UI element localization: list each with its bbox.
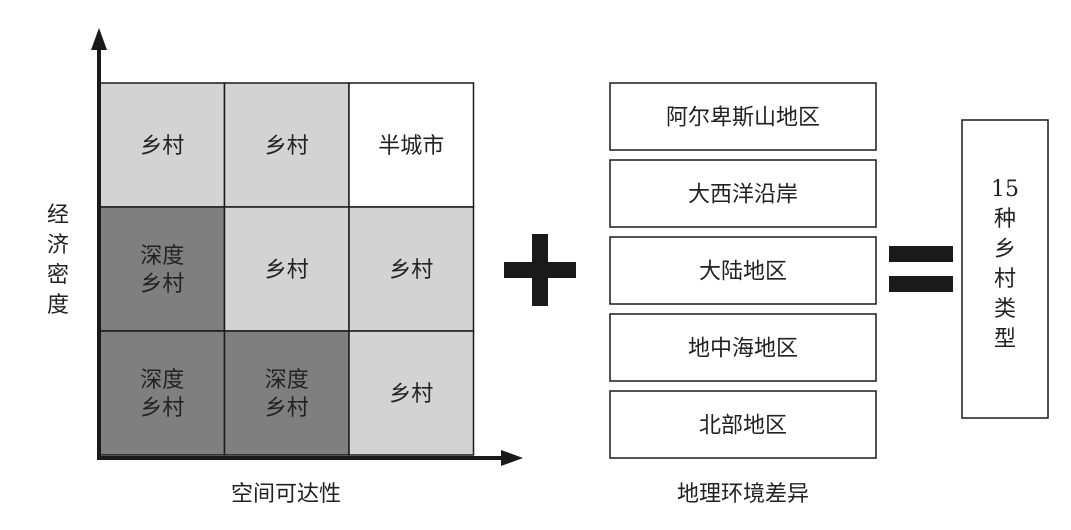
grid-cell-label: 乡村 [140, 134, 184, 159]
y-axis-label-char: 度 [47, 293, 69, 318]
grid-cell-label: 乡村 [140, 272, 184, 297]
region-box: 北部地区 [609, 390, 877, 459]
grid-cell: 乡村 [348, 206, 475, 332]
grid-cell: 乡村 [348, 330, 475, 456]
result-label-line: 类 [994, 297, 1016, 322]
region-label: 大陆地区 [699, 260, 787, 285]
grid-cell: 乡村 [223, 206, 350, 332]
result-label-line: 村 [994, 267, 1016, 292]
grid-cell-label: 乡村 [389, 258, 433, 283]
region-label: 阿尔卑斯山地区 [666, 106, 820, 131]
grid-cell: 乡村 [223, 82, 350, 208]
grid-cell: 半城市 [348, 82, 475, 208]
result-label-line: 种 [994, 207, 1016, 232]
grid-cell-label: 乡村 [265, 396, 309, 421]
grid-cell-label: 乡村 [140, 396, 184, 421]
plus-symbol [504, 234, 576, 306]
y-axis-label-char: 密 [47, 263, 69, 288]
region-box: 地中海地区 [609, 313, 877, 382]
grid-cell-label: 乡村 [265, 134, 309, 159]
region-label: 大西洋沿岸 [688, 183, 798, 208]
grid-cell: 乡村 [99, 82, 226, 208]
y-axis-label-char: 经 [47, 203, 69, 228]
accessibility-density-grid: 乡村乡村半城市深度乡村乡村乡村深度乡村深度乡村乡村 [99, 82, 475, 456]
grid-cell-label: 深度 [140, 368, 184, 393]
region-label: 北部地区 [699, 414, 787, 439]
x-axis-arrowhead [501, 450, 523, 466]
region-box: 大西洋沿岸 [609, 159, 877, 228]
region-box: 阿尔卑斯山地区 [609, 82, 877, 151]
region-label: 地中海地区 [688, 337, 798, 362]
result-label-line: 15 [991, 177, 1019, 202]
x-axis-label: 空间可达性 [231, 482, 341, 507]
axes [91, 28, 523, 466]
result-label-line: 型 [994, 327, 1016, 352]
grid-cell-label: 乡村 [389, 382, 433, 407]
y-axis-arrowhead [91, 28, 107, 50]
region-box: 大陆地区 [609, 236, 877, 305]
equals-symbol [889, 246, 953, 292]
grid-cell-label: 乡村 [265, 258, 309, 283]
regions-caption: 地理环境差异 [677, 482, 809, 507]
grid-cell-label: 深度 [265, 368, 309, 393]
grid-cell-label: 深度 [140, 244, 184, 269]
y-axis-label-char: 济 [47, 233, 69, 258]
grid-cell-label: 半城市 [378, 134, 444, 159]
result-label-line: 乡 [994, 237, 1016, 262]
